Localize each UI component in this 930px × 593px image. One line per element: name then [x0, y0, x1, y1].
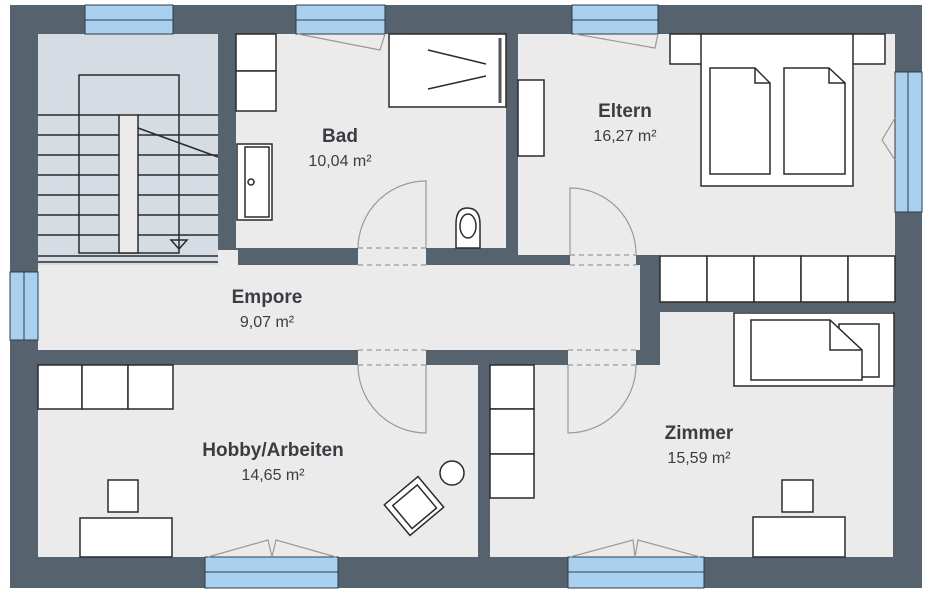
- shelf: [81, 364, 129, 410]
- wardrobe-unit: [659, 255, 708, 303]
- room-area: 10,04 m²: [308, 153, 372, 170]
- shelf: [489, 453, 535, 499]
- side-table: [439, 460, 465, 486]
- room-eltern: Eltern 16,27 m²: [593, 101, 657, 145]
- room-bad: Bad 10,04 m²: [308, 126, 372, 170]
- room-area: 9,07 m²: [240, 314, 295, 331]
- room-name: Empore: [232, 287, 303, 308]
- doors: [357, 180, 637, 434]
- room-area: 16,27 m²: [593, 128, 657, 145]
- wardrobe-unit: [847, 255, 896, 303]
- armchair: [383, 475, 445, 537]
- wardrobe-unit: [753, 255, 802, 303]
- chair: [107, 479, 139, 513]
- shelf: [37, 364, 83, 410]
- desk: [752, 516, 846, 558]
- room-zimmer: Zimmer 15,59 m²: [665, 423, 734, 467]
- window-swings: [207, 33, 896, 558]
- room-name: Bad: [322, 126, 358, 147]
- door-openings: [218, 247, 636, 366]
- shelf: [489, 364, 535, 410]
- room-name: Hobby/Arbeiten: [202, 440, 343, 461]
- shelf: [489, 408, 535, 455]
- room-hobby-arbeiten: Hobby/Arbeiten 14,65 m²: [202, 440, 343, 484]
- zimmer-furniture: [489, 312, 895, 558]
- single-bed: [750, 319, 863, 381]
- room-area: 15,59 m²: [667, 450, 731, 467]
- staircase: [38, 74, 219, 263]
- room-area: 14,65 m²: [241, 467, 305, 484]
- room-name: Zimmer: [665, 423, 734, 444]
- bathroom-fixtures: [235, 33, 507, 249]
- room-name: Eltern: [598, 101, 652, 122]
- empore-floor: [38, 265, 640, 350]
- wardrobe-unit: [706, 255, 755, 303]
- shower: [388, 33, 507, 108]
- shelf: [127, 364, 174, 410]
- wardrobe-unit: [800, 255, 849, 303]
- hobby-furniture: [37, 364, 465, 558]
- cabinet: [235, 33, 277, 72]
- cabinet: [517, 79, 545, 157]
- cabinet: [235, 70, 277, 112]
- desk: [79, 517, 173, 558]
- bedroom-furniture: [517, 33, 896, 303]
- room-empore: Empore 9,07 m²: [232, 287, 303, 331]
- chair: [781, 479, 814, 513]
- windows: [9, 4, 923, 589]
